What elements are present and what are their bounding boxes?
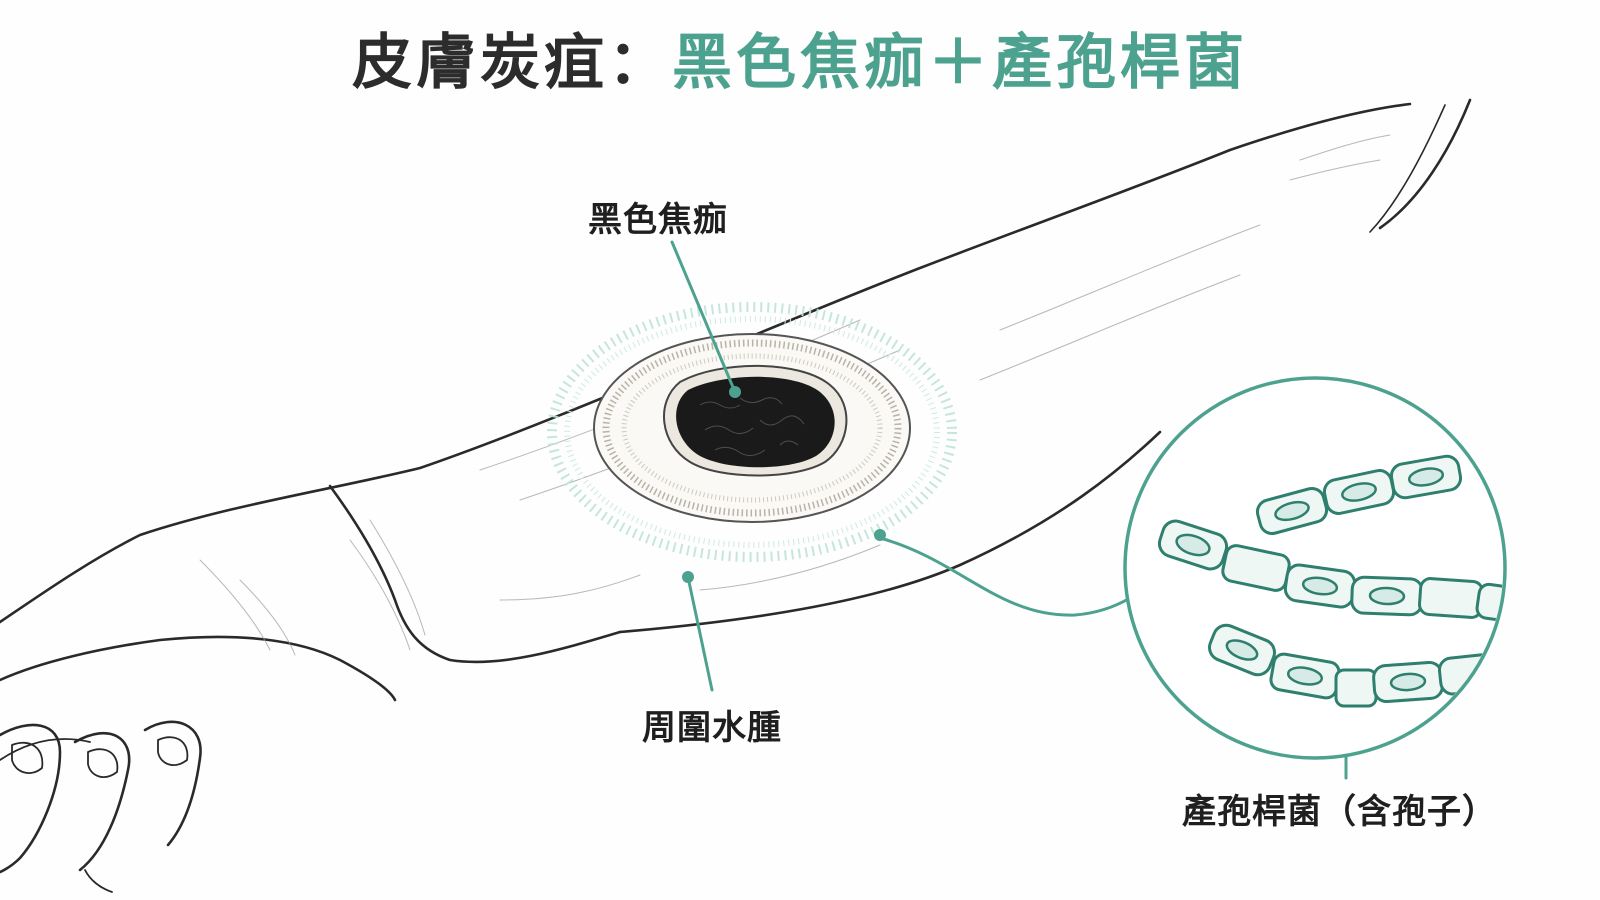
finger-2-tip	[84, 869, 113, 893]
edema-marker	[682, 571, 694, 583]
title-highlight: 黑色焦痂＋產孢桿菌	[672, 28, 1248, 98]
lesion-rim-texture-inner	[621, 353, 883, 503]
nail-1	[11, 741, 44, 774]
nail-3	[157, 736, 189, 766]
spore	[1286, 666, 1324, 686]
finger-3	[143, 720, 202, 847]
edema-halo-inner	[564, 316, 940, 548]
bacillus-cell	[1417, 577, 1485, 619]
spore	[1274, 500, 1310, 522]
spore	[1301, 576, 1339, 596]
eschar	[676, 376, 835, 468]
edema-leader-line	[686, 575, 714, 692]
spore	[1368, 586, 1406, 606]
eschar-texture	[699, 397, 805, 456]
magnifier	[1123, 376, 1507, 760]
spore	[1389, 672, 1427, 692]
spore	[1225, 639, 1259, 661]
bacilli-label: 產孢桿菌（含孢子）	[1182, 792, 1497, 832]
edema-label: 周圍水腫	[642, 708, 782, 748]
spore	[1341, 482, 1377, 502]
lesion-rim-texture	[602, 339, 902, 517]
eschar-leader-line	[670, 240, 737, 394]
lesion	[547, 302, 957, 562]
arm-elbow-contour	[1378, 98, 1472, 230]
page-title: 皮膚炭疽：黑色焦痂＋產孢桿菌	[0, 14, 1600, 101]
wrist-contour	[328, 484, 622, 664]
palm-contour	[0, 635, 397, 702]
spores	[1175, 467, 1445, 692]
finger-2	[73, 731, 131, 872]
magnify-source-marker	[874, 529, 886, 541]
arm-lower-contour	[618, 430, 1162, 634]
eschar-marker	[729, 386, 741, 398]
nail-2	[87, 748, 119, 778]
edema-halo	[547, 302, 957, 562]
title-prefix: 皮膚炭疽：	[352, 28, 672, 98]
bacillus-cell	[1334, 668, 1378, 708]
spore	[1175, 533, 1211, 557]
magnify-leader-line	[878, 536, 1132, 617]
finger-1	[0, 723, 62, 874]
elbow-crease	[1369, 104, 1446, 233]
spore	[1407, 467, 1445, 487]
eschar-label: 黑色焦痂	[588, 200, 728, 240]
